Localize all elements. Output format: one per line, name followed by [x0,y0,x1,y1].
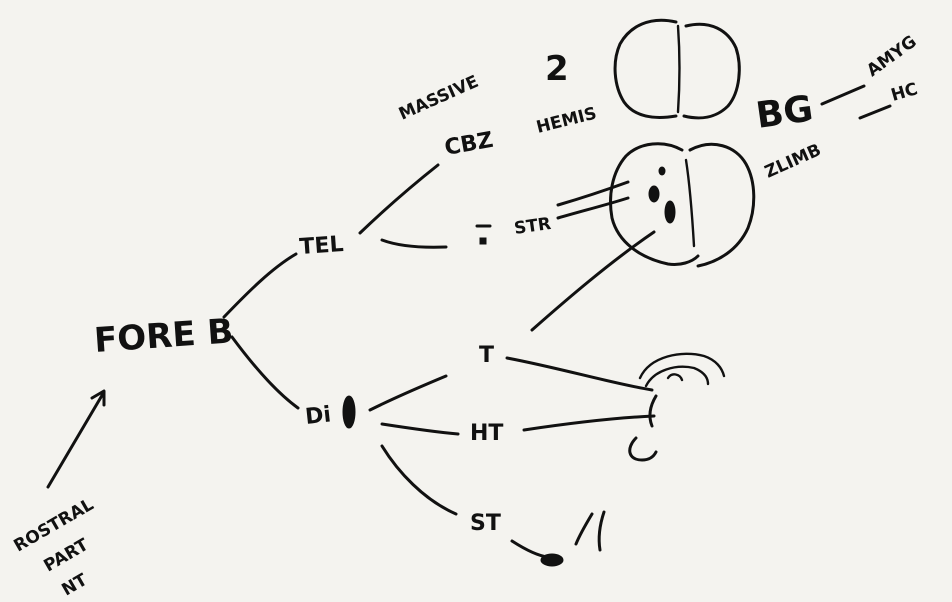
line-str-brain-upper [556,180,630,207]
label-hemis: HEMIS [534,104,598,138]
label-tel: TEL [299,232,345,260]
line-foreb-tel [222,252,298,319]
brain-top-icon [613,18,741,120]
label-hc: HC [889,79,920,106]
line-t-brain [530,230,656,332]
line-di-st [380,444,458,516]
label-nt: NT [59,570,92,600]
st-blob [540,553,564,567]
line-ht-right [522,414,656,432]
line-t-right [505,356,654,392]
line-st-tail [510,539,550,559]
line-di-t [368,374,448,412]
line-tel-cbz [358,163,440,235]
brain-coronal-icon [609,142,756,268]
line-str-brain-lower [556,196,630,220]
label-foreb: FORE B [93,311,235,361]
label-massive: MASSIVE [396,72,482,125]
line-bg-amyg [820,84,866,106]
label-t: T [479,343,494,368]
rostral-arrow [46,389,106,489]
label-amyg: AMYG [863,32,920,81]
line-bg-hc [858,104,892,120]
line-foreb-di [230,335,300,410]
label-two: 2 [545,49,569,89]
line-di-ht [380,422,460,436]
st-strokes [574,510,606,552]
label-di: Di [304,402,332,430]
line-tel-str [380,238,448,249]
label-part: PART [41,535,93,577]
label-bg: BG [754,88,816,137]
label-cbz: CBZ [443,128,495,161]
str-dot [479,237,487,245]
label-zlimb: ZLIMB [762,140,824,182]
brainstem-sketch-icon [628,352,726,462]
di-ink-blot [342,395,356,429]
label-ht: HT [470,421,503,446]
label-st: ST [470,511,501,536]
label-str: STR [513,214,552,239]
